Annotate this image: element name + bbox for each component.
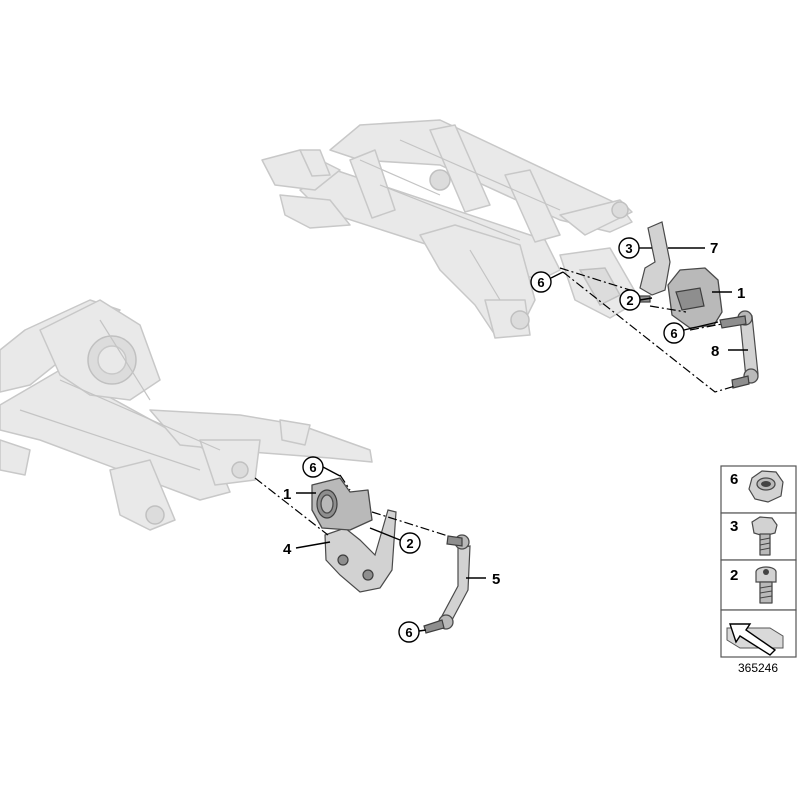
upper-callout-2: 2 [619,289,653,311]
svg-text:8: 8 [711,343,719,360]
lower-callout-6-bottom: 6 [398,621,427,643]
upper-callout-6-right: 6 [663,321,719,344]
lower-callout-5: 5 [466,571,500,588]
hex-bolt-icon [751,516,778,556]
lower-callout-1: 1 [283,486,316,503]
front-subframe [0,299,373,531]
svg-text:2: 2 [406,536,413,551]
lower-callout-6-top: 6 [302,456,341,478]
upper-callout-6-left: 6 [530,271,564,293]
bracket-7 [639,221,671,296]
upper-callout-7: 7 [668,240,718,257]
socket-screw-icon [755,566,777,604]
link-rod-5 [441,545,471,621]
lower-callout-4: 4 [283,541,331,558]
upper-callout-3: 3 [618,237,652,259]
bracket-4 [324,509,397,593]
nut-icon [748,470,784,503]
lower-mounting-line [254,474,449,537]
svg-text:2: 2 [730,567,738,584]
upper-callout-8: 8 [711,343,748,360]
direction-arrow-icon [726,623,784,656]
upper-mounting-line [559,267,736,393]
svg-text:7: 7 [710,240,718,257]
diagram-id: 365246 [738,661,778,675]
svg-text:6: 6 [670,326,677,341]
svg-text:3: 3 [625,241,632,256]
lower-callout-2: 2 [369,527,421,554]
svg-text:6: 6 [730,471,738,488]
front-height-sensor-assembly [311,477,471,634]
fastener-legend: 6 3 2 [720,465,797,658]
upper-callout-1: 1 [712,285,745,302]
svg-text:1: 1 [737,285,745,302]
svg-text:5: 5 [492,571,500,588]
svg-text:6: 6 [309,460,316,475]
svg-text:2: 2 [626,293,633,308]
rear-height-sensor-assembly [635,221,759,389]
svg-text:4: 4 [283,541,292,558]
svg-text:6: 6 [405,625,412,640]
svg-text:3: 3 [730,518,738,535]
svg-text:1: 1 [283,486,291,503]
svg-text:6: 6 [537,275,544,290]
rear-subframe [261,119,641,339]
